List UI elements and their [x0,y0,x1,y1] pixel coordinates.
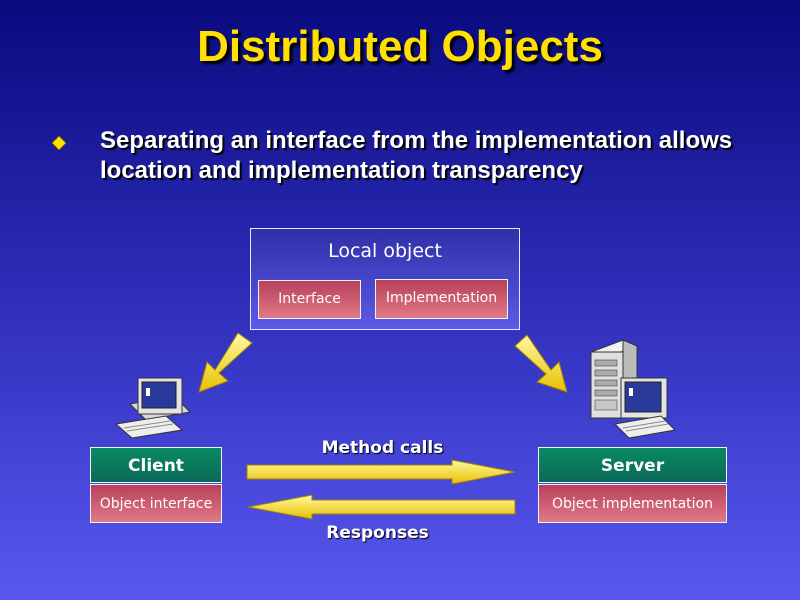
client-header: Client [90,447,222,483]
bullet-text: Separating an interface from the impleme… [100,127,733,184]
server-header: Server [538,447,727,483]
arrow-to-server [514,334,568,393]
client-object-interface: Object interface [90,484,222,523]
method-calls-label: Method calls [321,438,444,458]
diamond-bullet-icon [52,136,66,150]
interface-box: Interface [258,280,361,319]
responses-label: Responses [326,523,429,543]
responses-arrow [247,494,516,520]
client-computer-icon [114,377,192,439]
server-object-implementation: Object implementation [538,484,727,523]
method-calls-arrow [246,459,516,485]
slide-title: Distributed Objects [197,22,603,71]
arrow-to-client [198,332,253,393]
implementation-box: Implementation [375,279,508,319]
local-object-title: Local object [328,240,442,262]
server-computer-icon [589,339,677,439]
